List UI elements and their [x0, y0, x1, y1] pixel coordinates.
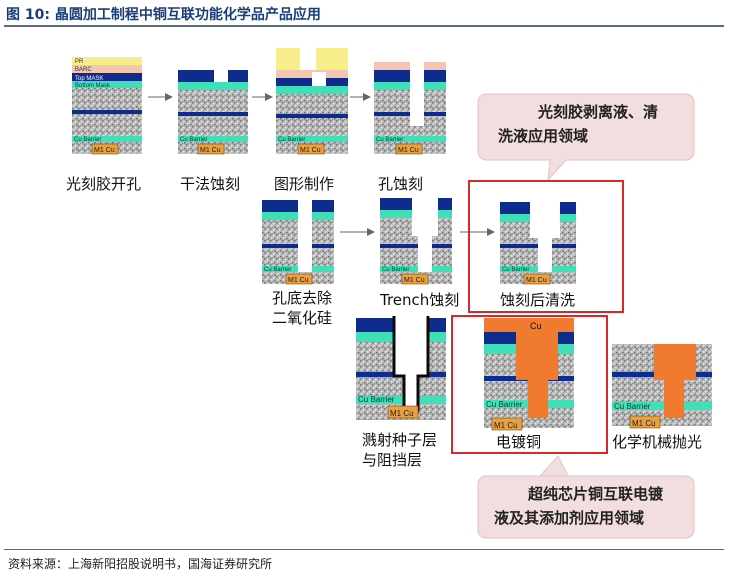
layer-label-m1-cu-5: M1 Cu	[288, 277, 309, 284]
wafer-step-9	[484, 318, 574, 431]
layer-label-cu-barrier-5: Cu Barrier	[264, 267, 291, 273]
wafer-step-4	[374, 62, 446, 155]
callout-bubble-1	[477, 93, 695, 182]
layer-label-m1-cu-2: M1 Cu	[200, 147, 221, 154]
layer-label-top-mask: Top MASK	[75, 76, 103, 82]
layer-label-m1-cu-4: M1 Cu	[398, 147, 419, 154]
callout-2-line-1: 超纯芯片铜互联电镀	[528, 485, 664, 503]
step-label-9: 电镀铜	[496, 433, 542, 451]
step-label-5-line-2: 二氧化硅	[272, 309, 333, 327]
highlight-box-plating	[451, 315, 608, 454]
step-label-8: 溅射种子层 与阻挡层	[362, 430, 437, 470]
wafer-step-5	[262, 200, 334, 285]
layer-label-cu-barrier-8: Cu Barrier	[358, 395, 395, 404]
layer-label-cu-barrier-3: Cu Barrier	[278, 137, 305, 143]
figure-title: 图 10: 晶圆加工制程中铜互联功能化学品产品应用	[6, 7, 321, 23]
callout-1-line-1: 光刻胶剥离液、清	[538, 103, 659, 121]
callout-text-1: 光刻胶剥离液、清 洗液应用领域	[498, 100, 688, 148]
step-label-8-line-1: 溅射种子层	[362, 431, 438, 449]
step-label-7: 蚀刻后清洗	[500, 291, 576, 309]
wafer-step-10	[612, 344, 712, 429]
callout-2-line-2: 液及其添加剂应用领域	[494, 509, 645, 527]
layer-label-cu-barrier-7: Cu Barrier	[502, 267, 529, 273]
highlight-box-cleaning	[468, 180, 624, 313]
layer-label-cu-barrier-10: Cu Barrier	[614, 402, 651, 411]
layer-label-cu-barrier-1: Cu Barrier	[74, 137, 101, 143]
step-label-8-line-2: 与阻挡层	[362, 451, 423, 469]
layer-label-cu-barrier-4: Cu Barrier	[376, 137, 403, 143]
layer-label-m1-cu-10: M1 Cu	[632, 419, 656, 428]
layer-label-m1-cu-8: M1 Cu	[390, 409, 414, 418]
layer-label-m1-cu-6: M1 Cu	[404, 277, 425, 284]
source-rule	[4, 549, 724, 550]
source-note: 资料来源：上海新阳招股说明书，国海证券研究所	[8, 557, 273, 571]
layer-label-cu-barrier-9: Cu Barrier	[486, 400, 523, 409]
callout-text-2: 超纯芯片铜互联电镀 液及其添加剂应用领域	[494, 482, 690, 530]
wafer-step-3	[276, 48, 348, 155]
step-label-3: 图形制作	[274, 175, 335, 193]
title-rule	[4, 25, 724, 27]
step-label-5-line-1: 孔底去除	[272, 289, 333, 307]
step-label-5: 孔底去除 二氧化硅	[272, 288, 332, 328]
callout-1-line-2: 洗液应用领域	[498, 127, 589, 145]
layer-label-m1-cu-3: M1 Cu	[300, 147, 321, 154]
layer-label-m1-cu-9: M1 Cu	[494, 421, 518, 430]
step-label-4: 孔蚀刻	[378, 175, 424, 193]
layer-label-pr: PR	[75, 59, 84, 65]
step-label-2: 干法蚀刻	[180, 175, 241, 193]
wafer-step-7	[500, 202, 576, 285]
callout-bubble-2	[477, 455, 695, 539]
layer-label-cu: Cu	[530, 321, 542, 331]
layer-label-bottom-mask: Bottom Mask	[75, 83, 111, 89]
layer-label-cu-barrier-6: Cu Barrier	[382, 267, 409, 273]
layer-label-m1-cu-7: M1 Cu	[526, 277, 547, 284]
wafer-step-2	[178, 70, 248, 155]
step-label-6: Trench蚀刻	[380, 291, 460, 309]
layer-label-m1-cu-1: M1 Cu	[94, 147, 115, 154]
step-label-10: 化学机械抛光	[612, 433, 703, 451]
wafer-step-8	[356, 316, 446, 420]
step-label-1: 光刻胶开孔	[66, 175, 142, 193]
wafer-step-1	[72, 57, 142, 155]
layer-label-cu-barrier-2: Cu Barrier	[180, 137, 207, 143]
layer-label-barc: BARC	[75, 67, 92, 73]
wafer-step-6	[380, 198, 452, 285]
